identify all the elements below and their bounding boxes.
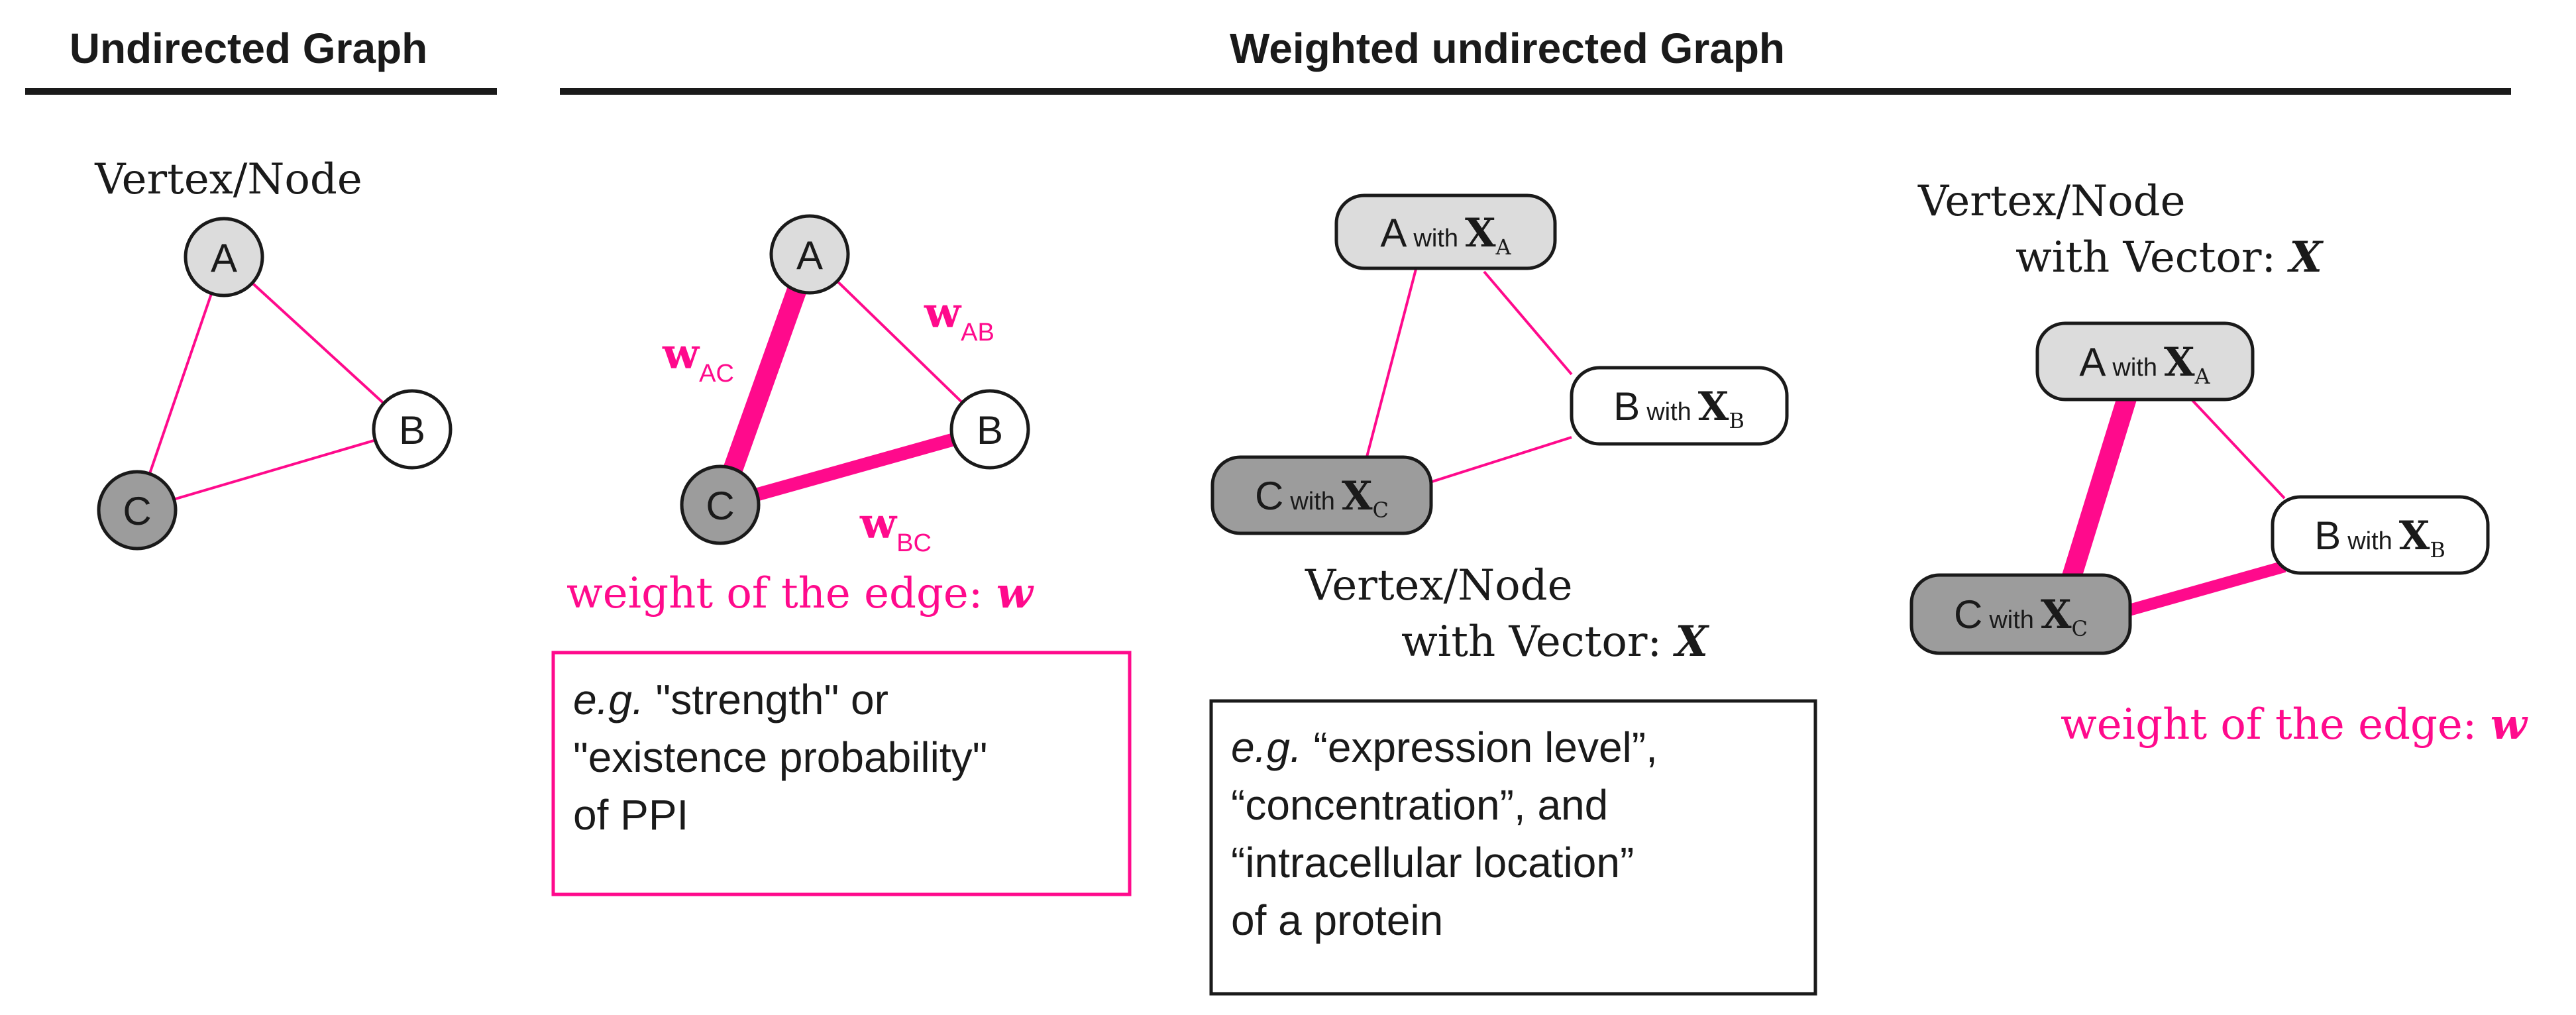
node-c-label: C [123, 489, 151, 533]
weight-bc-label: wBC [859, 499, 932, 557]
edge-weight-caption: weight of the edge: w [2061, 700, 2528, 749]
protein-example-line1: e.g. “expression level”, [1231, 723, 1658, 771]
node-c [1909, 573, 2132, 655]
protein-example-box [1209, 699, 1817, 996]
edge-bc [1425, 436, 1572, 485]
protein-example-line2: “concentration”, and [1231, 781, 1608, 829]
protein-example-line3: “intracellular location” [1231, 839, 1634, 886]
node-c [1210, 455, 1433, 535]
ppi-example-line1: e.g. "strength" or [573, 676, 888, 723]
vertex-vector-caption-line2: with Vector: X [1401, 617, 1709, 667]
ppi-example-line3: of PPI [573, 791, 688, 839]
node-c [97, 470, 178, 551]
panel-weighted-edges: A B C wAC wAB wBC weight of the edge: w … [551, 214, 1132, 896]
edge-ab [808, 253, 991, 431]
weighted-graph-title: Weighted undirected Graph [1230, 25, 1785, 72]
edge-bc [718, 423, 992, 511]
node-a [2035, 321, 2255, 401]
vertex-vector-caption-line1: Vertex/Node [1305, 561, 1572, 610]
edge-ab [2188, 396, 2286, 500]
panel-undirected: Vertex/Node A B C [94, 155, 453, 551]
edge-weight-caption: weight of the edge: w [566, 568, 1034, 618]
weight-ab-label: wAB [924, 288, 994, 347]
edge-ac [710, 250, 820, 509]
vertex-node-caption: Vertex/Node [94, 155, 362, 204]
node-a [184, 217, 264, 297]
vertex-vector-caption-line1: Vertex/Node [1917, 177, 2185, 226]
node-b [2271, 495, 2490, 575]
node-c-label: C [706, 484, 734, 528]
node-c [680, 464, 761, 545]
node-b [949, 389, 1030, 470]
weight-ac-label: wAC [662, 329, 734, 388]
edge-ac [1360, 261, 1419, 478]
edge-bc [2125, 561, 2286, 617]
edge-bc [136, 428, 413, 511]
edge-ac [2062, 391, 2138, 580]
undirected-graph-title: Undirected Graph [70, 25, 428, 72]
vertex-vector-caption-line2: with Vector: X [2015, 233, 2324, 282]
node-a-label: A [211, 236, 237, 280]
ppi-example-box [551, 651, 1132, 896]
node-b [372, 389, 453, 470]
node-a-label: A [796, 233, 823, 278]
edge-ab [1483, 270, 1573, 376]
ppi-example-line2: "existence probability" [573, 733, 987, 781]
protein-example-line4: of a protein [1231, 896, 1443, 944]
node-a [769, 214, 850, 295]
node-b-label: B [977, 408, 1003, 453]
node-b [1570, 366, 1789, 446]
node-b-label: B [399, 408, 425, 453]
node-a [1334, 193, 1557, 270]
edge-ab [223, 256, 413, 431]
edge-ac [136, 256, 225, 511]
